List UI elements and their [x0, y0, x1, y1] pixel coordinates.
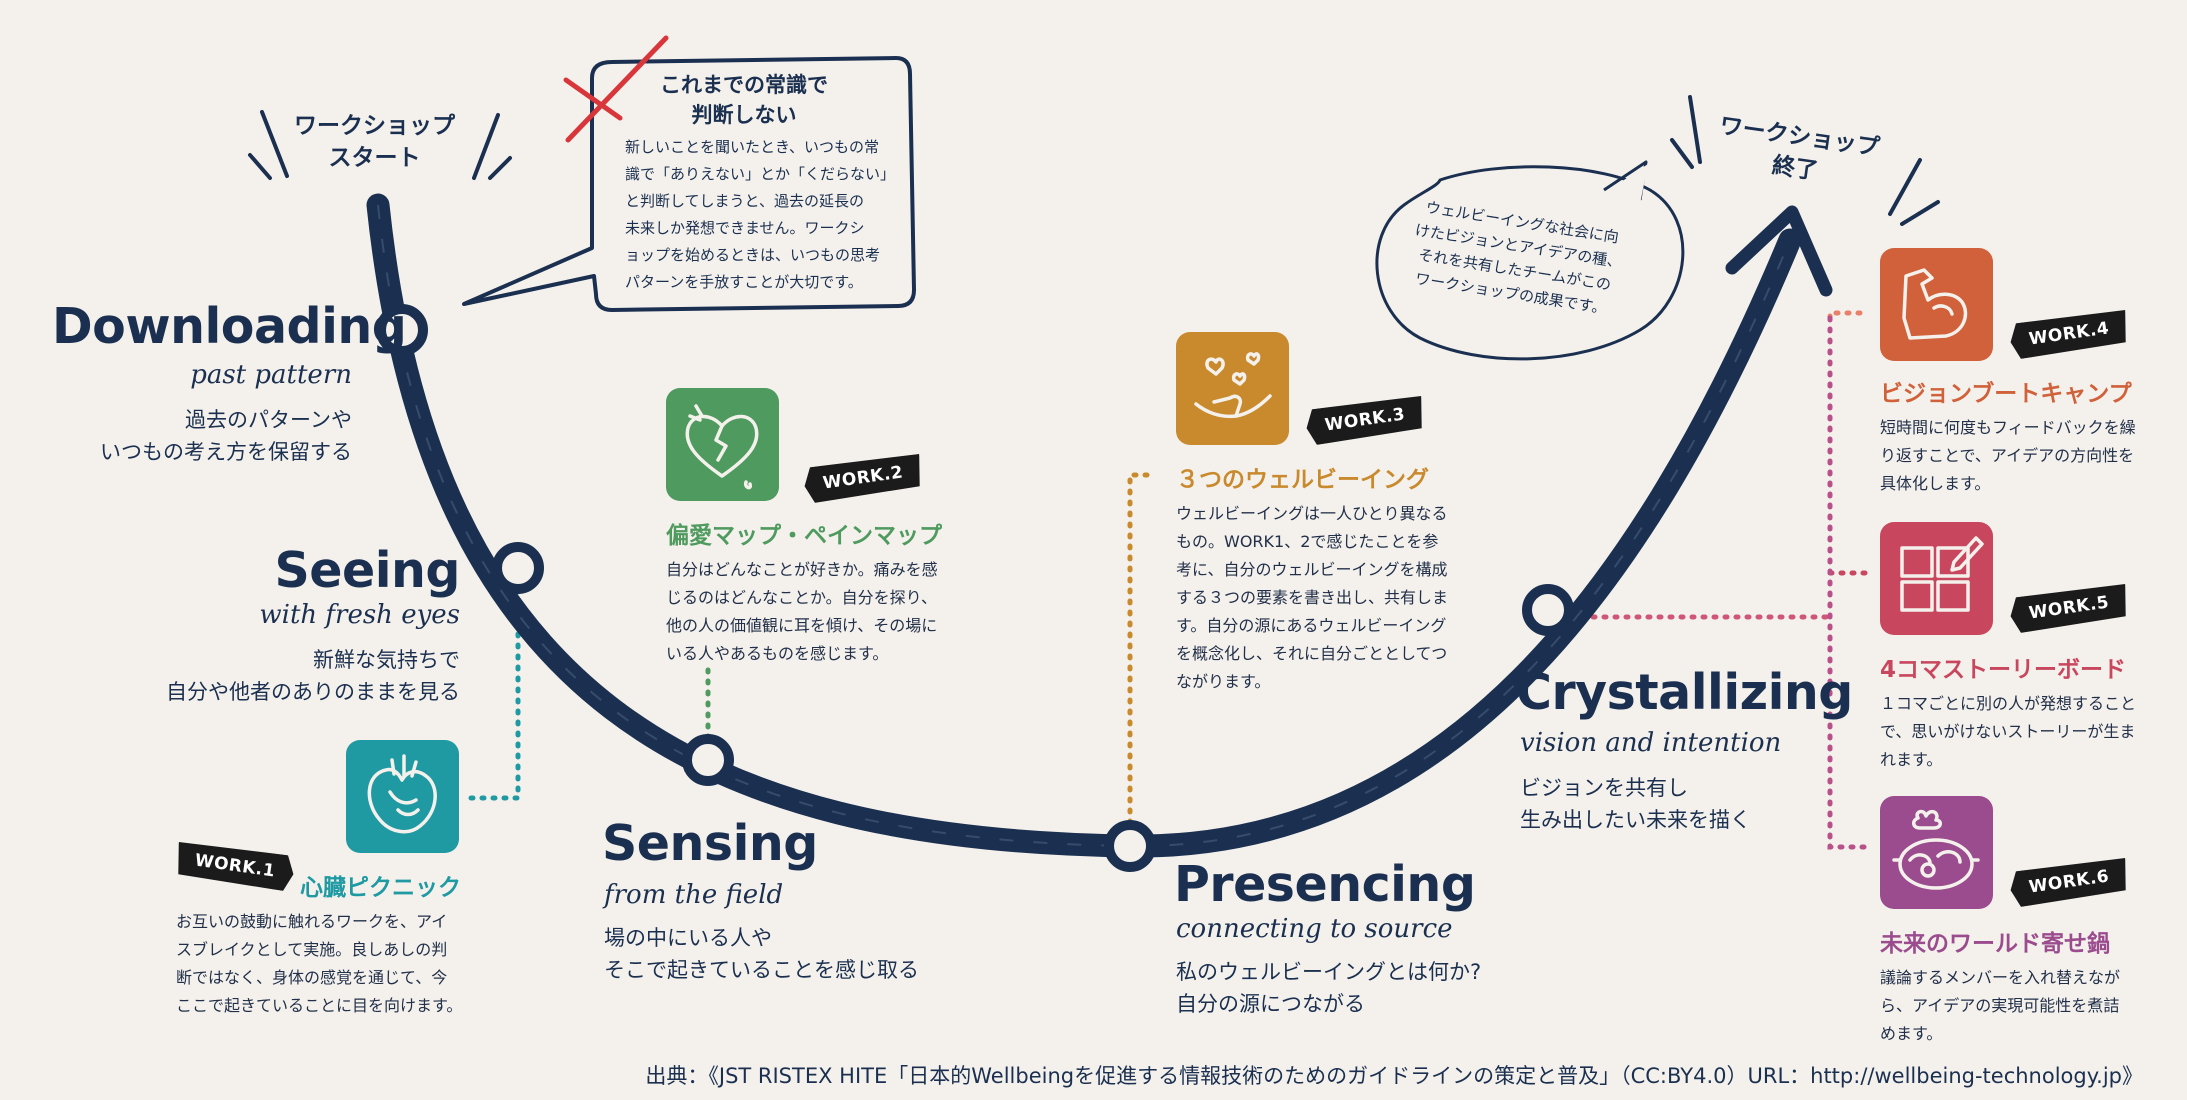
connector-work4: [1827, 310, 1871, 321]
work3-icon-box: [1176, 332, 1289, 445]
work5-tag: WORK.5: [2008, 582, 2130, 634]
stage-subtitle-crystallizing: vision and intention: [1520, 728, 1782, 758]
flexed-arm-icon: [1902, 268, 1968, 340]
work4-desc: 短時間に何度もフィードバックを繰 り返すことで、アイデアの方向性を 具体化します…: [1880, 418, 2136, 493]
work6-icon-box: [1880, 796, 1993, 909]
stage-title-sensing: Sensing: [602, 815, 818, 872]
node-presencing: [1104, 820, 1156, 872]
stage-desc-seeing: 新鮮な気持ちで 自分や他者のありのままを見る: [166, 648, 460, 704]
work2-tag: WORK.2: [802, 452, 924, 504]
hand-hearts-icon: [1194, 352, 1272, 419]
work3-tag: WORK.3: [1304, 394, 1426, 446]
hotpot-icon: [1892, 809, 1980, 890]
stage-desc-crystallizing: ビジョンを共有し 生み出したい未来を描く: [1520, 776, 1751, 832]
stage-title-seeing: Seeing: [274, 542, 460, 599]
work1-tag: WORK.1: [174, 840, 296, 892]
stage-desc-sensing: 場の中にいる人や そこで起きていることを感じ取る: [604, 926, 919, 982]
work1-title: 心臓ピクニック: [300, 875, 461, 901]
storyboard-icon: [1900, 536, 1984, 612]
workshop-start-label: ワークショップ スタート: [294, 113, 455, 171]
node-downloading: [376, 304, 428, 356]
work4-icon-box: [1880, 248, 1993, 361]
connector-work-rail: [1827, 315, 1871, 850]
stage-subtitle-downloading: past pattern: [190, 360, 352, 390]
work3-desc: ウェルビーイングは一人ひとり異なる もの。WORK1、2で感じたことを参 考に、…: [1176, 504, 1449, 691]
work1-desc: お互いの鼓動に触れるワークを、アイ スブレイクとして実施。良しあしの判 断ではな…: [176, 912, 463, 1015]
source-credit: 出典：《JST RISTEX HITE「日本的Wellbeingを促進する情報技…: [645, 1064, 2143, 1088]
stage-subtitle-sensing: from the field: [604, 880, 784, 910]
node-sensing: [682, 734, 734, 786]
heart-organ-icon: [367, 754, 437, 834]
work1-icon-box: [346, 740, 459, 853]
node-crystallizing: [1522, 584, 1574, 636]
stage-title-presencing: Presencing: [1174, 856, 1476, 913]
bubble-title: これまでの常識で 判断しない: [660, 73, 828, 127]
speech-bubble: [462, 56, 916, 312]
work4-tag: WORK.4: [2008, 308, 2130, 360]
connector-work3: [1127, 472, 1158, 837]
work6-tag: WORK.6: [2008, 856, 2130, 908]
oval-bubble: [1375, 160, 1685, 361]
stage-title-crystallizing: Crystallizing: [1516, 664, 1853, 721]
broken-heart-icon: [685, 404, 759, 490]
bubble-body: 新しいことを聞いたとき、いつもの常 識で「ありえない」とか「くだらない」 と判断…: [625, 138, 896, 291]
work3-title: ３つのウェルビーイング: [1176, 467, 1429, 493]
red-cross-icon: [563, 35, 669, 143]
work5-title: 4コマストーリーボード: [1880, 657, 2127, 683]
work5-icon-box: [1880, 522, 1993, 635]
stage-title-downloading: Downloading: [52, 298, 407, 355]
work2-icon-box: [666, 388, 779, 501]
stage-desc-downloading: 過去のパターンや いつもの考え方を保留する: [100, 408, 352, 464]
work6-desc: 議論するメンバーを入れ替えなが ら、アイデアの実現可能性を煮詰 めます。: [1880, 968, 2121, 1043]
stage-desc-presencing: 私のウェルビーイングとは何か? 自分の源につながる: [1176, 960, 1482, 1016]
arrow-head-icon: [1725, 205, 1833, 297]
stage-subtitle-seeing: with fresh eyes: [259, 600, 460, 630]
work4-title: ビジョンブートキャンプ: [1880, 381, 2132, 407]
stage-subtitle-presencing: connecting to source: [1176, 914, 1453, 944]
work2-desc: 自分はどんなことが好きか。痛みを感 じるのはどんなことか。自分を探り、 他の人の…: [666, 560, 938, 663]
node-seeing: [492, 542, 544, 594]
connector-work1: [465, 565, 521, 801]
work6-title: 未来のワールド寄せ鍋: [1880, 931, 2110, 957]
work2-title: 偏愛マップ・ペインマップ: [666, 523, 942, 549]
work5-desc: １コマごとに別の人が発想すること で、思いがけないストーリーが生ま れます。: [1880, 694, 2137, 769]
